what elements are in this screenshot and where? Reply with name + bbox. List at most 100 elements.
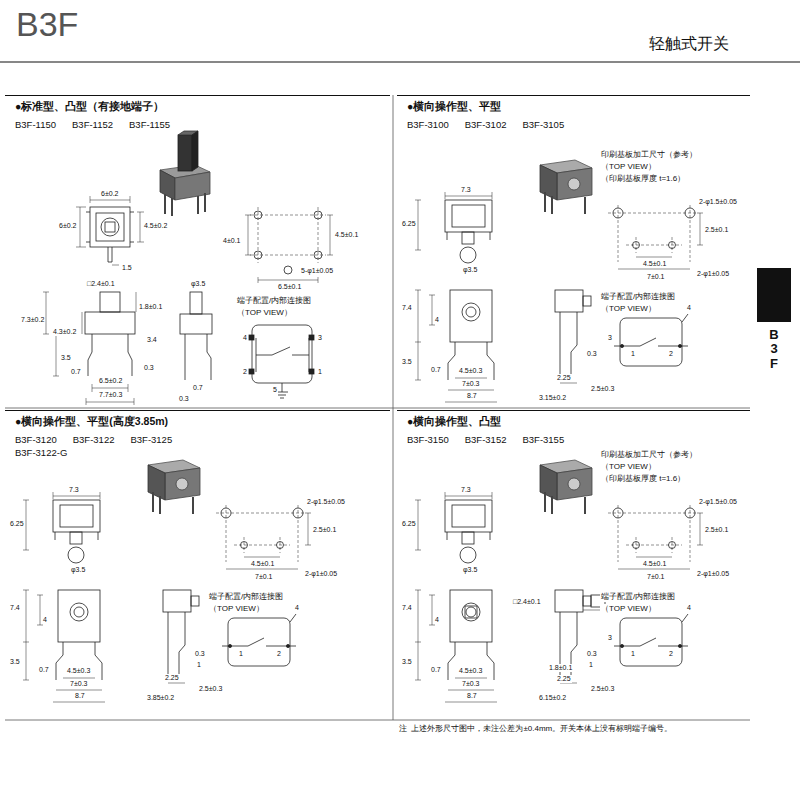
model-number: B3F-3150 <box>407 434 449 446</box>
dimension-label: 3.5 <box>60 354 72 362</box>
dimension-label: 2.5±0.3 <box>590 385 615 393</box>
page-subtitle: 轻触式开关 <box>648 34 730 53</box>
dimension-label: 7.4 <box>9 604 21 612</box>
product-panel: ●横向操作型、平型(高度3.85m)B3F-3120B3F-3122B3F-31… <box>5 410 390 718</box>
dimension-label: 0.7 <box>38 666 50 674</box>
dimension-label: 4 <box>42 616 48 624</box>
dimension-label: 7±0.3 <box>461 680 480 688</box>
dimension-label: 2-φ1.5±0.05 <box>306 498 346 506</box>
dimension-label: 2 <box>242 368 248 376</box>
dimension-label: 1 <box>630 350 636 358</box>
dimension-label: 0.7 <box>430 366 442 374</box>
note-text: 印刷基板加工尺寸（参考） <box>600 450 698 460</box>
note-text: 端子配置/内部连接图 <box>600 592 676 602</box>
dimension-label: 5 <box>272 386 278 394</box>
dimension-label: 6.25 <box>401 520 417 528</box>
dimension-label: 6±0.2 <box>100 190 119 198</box>
model-number: B3F-3152 <box>465 434 507 446</box>
dimension-label: 4 <box>242 334 248 342</box>
dimension-label: 0.7 <box>192 384 204 392</box>
dimension-label: 8.7 <box>466 392 478 400</box>
dimension-label: 7±0.1 <box>646 273 665 281</box>
dimension-label: 4 <box>686 304 692 312</box>
dimension-label: 2-φ1±0.05 <box>696 570 730 578</box>
dimension-label: 6.15±0.2 <box>538 694 567 702</box>
dimension-label: 4.5±0.3 <box>458 667 483 675</box>
dimension-label: 4±0.1 <box>222 237 241 245</box>
dimension-label: 2 <box>668 650 674 658</box>
dimension-label: 3.4 <box>146 336 158 344</box>
dimension-label: 7.3 <box>460 486 472 494</box>
dimension-label: 0.7 <box>430 666 442 674</box>
dimension-label: φ3.5 <box>462 266 478 274</box>
side-switch-drawing <box>415 160 703 402</box>
note-text: （印刷基板厚度 t=1.6） <box>600 174 686 184</box>
dimension-label: 0.3 <box>586 350 598 358</box>
note-text: 印刷基板加工尺寸（参考） <box>600 150 698 160</box>
convex-actuator <box>465 595 605 618</box>
dimension-label: 2-φ1.5±0.05 <box>698 498 738 506</box>
dimension-label: 2.5±0.1 <box>704 226 729 234</box>
note-text: 端子配置/内部连接图 <box>208 592 284 602</box>
dimension-label: 4.5±0.1 <box>334 231 359 239</box>
dimension-label: 2-φ1±0.05 <box>304 570 338 578</box>
note-text: （TOP VIEW） <box>600 462 657 472</box>
dimension-label: 7.3 <box>68 486 80 494</box>
model-number: B3F-1155 <box>129 119 170 131</box>
dimension-label: 2.25 <box>556 374 572 382</box>
panel-divider <box>5 408 750 409</box>
dimension-label: 2-φ1±0.05 <box>696 270 730 278</box>
dimension-label: φ3.5 <box>462 566 478 574</box>
dimension-label: 4 <box>434 316 440 324</box>
product-panel: ●横向操作型、平型B3F-3100B3F-3102B3F-3105 <box>397 95 750 405</box>
dimension-label: 0.3 <box>143 364 155 372</box>
dimension-label: 1 <box>630 650 636 658</box>
dimension-label: 7±0.1 <box>254 573 273 581</box>
dimension-label: 7.7±0.3 <box>98 391 123 399</box>
dimension-label: 8.7 <box>466 692 478 700</box>
dimension-label: 7.4 <box>401 604 413 612</box>
dimension-label: 7±0.3 <box>69 680 88 688</box>
dimension-label: 6.25 <box>9 520 25 528</box>
dimension-label: 2.25 <box>556 675 572 683</box>
dimension-label: 2-φ1.5±0.05 <box>698 198 738 206</box>
tab-text: B3F <box>768 328 781 371</box>
dimension-label: 0.7 <box>70 368 82 376</box>
dimension-label: 7.3 <box>460 186 472 194</box>
dimension-label: 3 <box>607 334 613 342</box>
model-number: B3F-3100 <box>407 119 449 131</box>
model-number: B3F-3155 <box>522 434 564 446</box>
dimension-label: 0.3 <box>586 650 598 658</box>
dimension-label: 4.5±0.3 <box>66 667 91 675</box>
dimension-label: 4 <box>686 604 692 612</box>
dimension-label: 3.15±0.2 <box>538 394 567 402</box>
dimension-label: φ3.5 <box>190 280 206 288</box>
dimension-label: 3 <box>607 634 613 642</box>
dimension-label: 1.5 <box>121 264 133 272</box>
model-number: B3F-3120 <box>15 434 57 446</box>
note-text: （TOP VIEW） <box>600 604 657 614</box>
dimension-label: 3 <box>317 334 323 342</box>
dimension-label: 6.5±0.1 <box>277 283 302 291</box>
section-heading: ●横向操作型、平型(高度3.85m) <box>15 414 380 429</box>
dimension-label: 6±0.2 <box>58 222 77 230</box>
side-switch-drawing <box>23 460 311 702</box>
header-rule <box>0 61 800 62</box>
dimension-label: 6.5±0.2 <box>98 377 123 385</box>
model-number: B3F-1152 <box>72 119 113 131</box>
note-text: 端子配置/内部连接图 <box>600 292 676 302</box>
dimension-label: □2.4±0.1 <box>512 598 542 606</box>
note-text: 端子配置/内部连接图 <box>236 296 312 306</box>
panel-divider <box>393 95 394 720</box>
standard-switch-drawing <box>43 131 333 405</box>
model-number: B3F-1150 <box>15 119 56 131</box>
note-text: （TOP VIEW） <box>600 304 657 314</box>
model-number: B3F-3105 <box>522 119 564 131</box>
dimension-label: 4.5±0.2 <box>143 222 168 230</box>
note-text: 注 上述外形尺寸图中，未注公差为±0.4mm。开关本体上没有标明端子编号。 <box>398 724 673 734</box>
dimension-label: 2.5±0.1 <box>704 526 729 534</box>
note-text: （印刷基板厚度 t=1.6） <box>600 474 686 484</box>
note-text: （TOP VIEW） <box>208 604 265 614</box>
dimension-label: 3.5 <box>9 658 21 666</box>
dimension-label: φ3.5 <box>70 566 86 574</box>
